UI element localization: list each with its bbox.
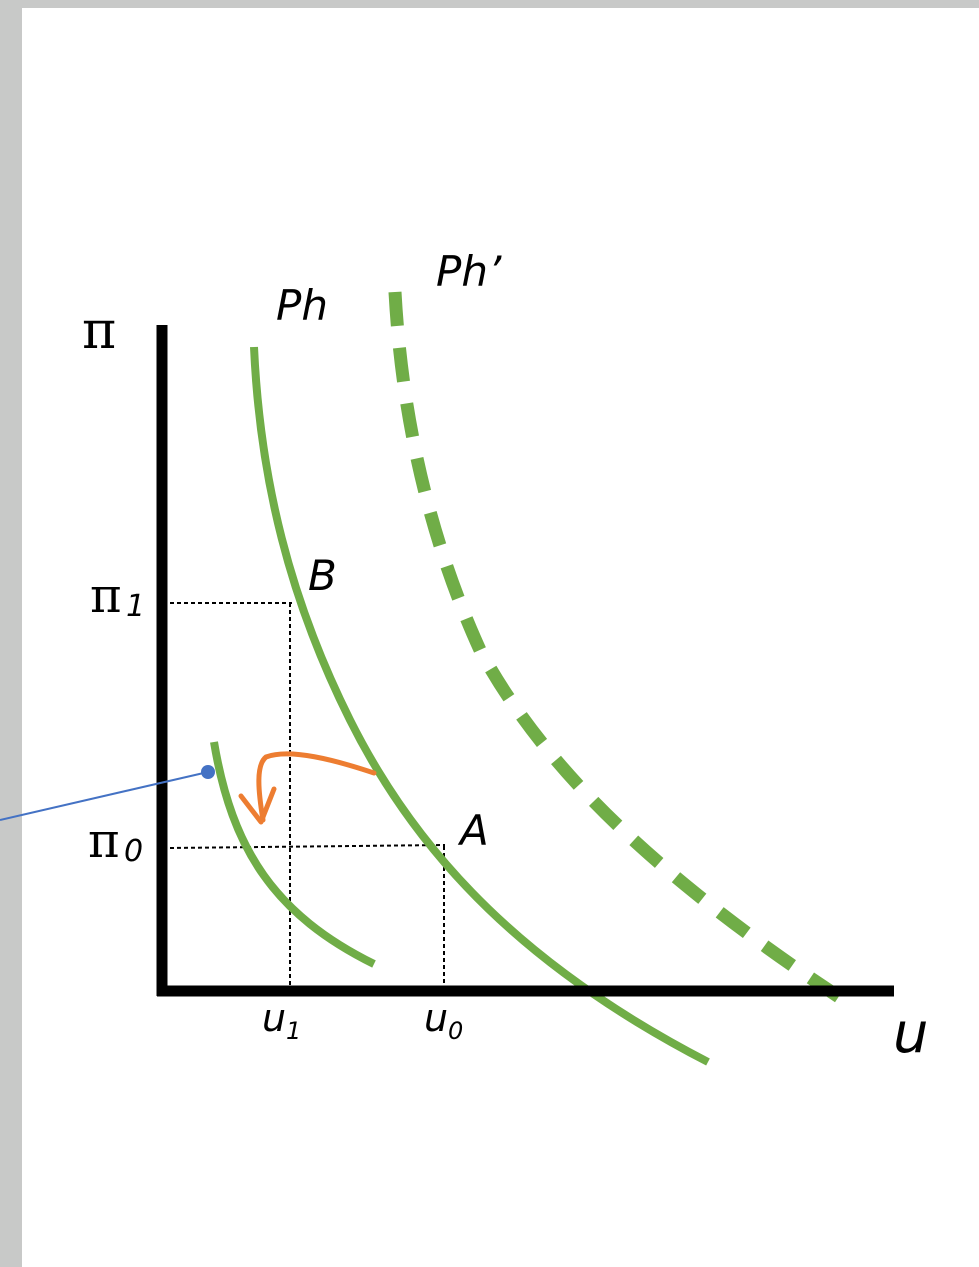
tick-u0-sub: 0 [448, 1017, 463, 1045]
curve-ph [250, 346, 710, 1066]
tick-u1: u [262, 996, 286, 1040]
y-axis-label: π [82, 301, 116, 361]
tick-u1-sub: 1 [286, 1017, 301, 1045]
movement-arrow [256, 751, 377, 823]
pointer-line [0, 771, 209, 821]
point-b-label: B [308, 551, 337, 600]
tick-pi1: π [90, 568, 122, 624]
x-axis-label: u [893, 1001, 929, 1066]
point-a-label: A [457, 806, 489, 855]
curve-ph-shifted-label: Ph’ [436, 247, 502, 296]
movement-arrow-head [238, 786, 277, 825]
curve-ph-shifted [388, 291, 852, 1009]
tick-pi0-sub: 0 [124, 834, 143, 869]
guide-pi0-horizontal [169, 844, 446, 849]
tick-pi1-sub: 1 [126, 589, 145, 624]
curve-short-run [210, 741, 376, 968]
tick-u0: u [424, 996, 448, 1040]
pointer-dot [201, 765, 215, 779]
tick-pi0: π [88, 813, 120, 869]
curve-ph-label: Ph [276, 281, 328, 330]
page-sheet [22, 8, 979, 1267]
